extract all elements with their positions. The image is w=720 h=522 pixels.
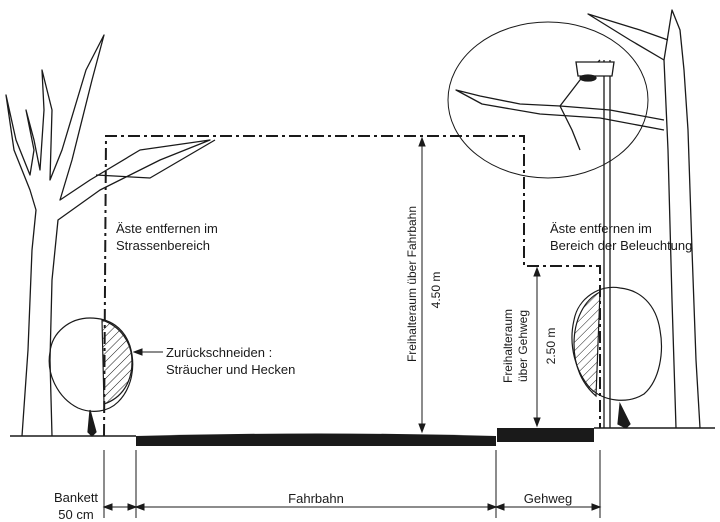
bankett-line1: Bankett	[53, 490, 99, 505]
dimension-walk-height	[533, 266, 541, 428]
left-tree	[5, 34, 216, 437]
gehweg-label: Gehweg	[523, 491, 573, 506]
ground-line	[10, 427, 715, 437]
branches-light-line1: Äste entfernen im	[550, 221, 652, 236]
lighting-zone-circle	[447, 21, 649, 179]
clearance-walk-label-line1: Freihalteraum	[501, 308, 515, 384]
bottom-dimension-line	[102, 450, 602, 518]
clearance-road-height: 4.50 m	[429, 271, 443, 309]
branches-light-label: Äste entfernen im Bereich der Beleuchtun…	[550, 220, 692, 254]
right-shrub	[571, 286, 663, 429]
sidewalk-surface	[497, 428, 594, 442]
fahrbahn-label: Fahrbahn	[288, 491, 344, 506]
branches-street-label: Äste entfernen im Strassenbereich	[116, 220, 218, 254]
branches-light-line2: Bereich der Beleuchtung	[550, 238, 693, 253]
clearance-walk-height: 2.50 m	[544, 327, 558, 365]
cut-back-label: Zurückschneiden : Sträucher und Hecken	[166, 344, 295, 378]
street-lamp	[575, 60, 615, 428]
bankett-line2: 50 cm	[58, 507, 94, 522]
bankett-label: Bankett 50 cm	[48, 489, 104, 522]
branches-street-line1: Äste entfernen im	[116, 221, 218, 236]
right-tree	[455, 9, 701, 429]
cut-back-line1: Zurückschneiden :	[166, 345, 273, 360]
cut-back-line2: Sträucher und Hecken	[166, 362, 296, 377]
clearance-walk-label-line2: über Gehweg	[516, 309, 530, 383]
road-surface	[136, 433, 496, 446]
clearance-outline	[103, 135, 601, 437]
left-shrub	[48, 317, 134, 437]
dimension-road-height	[418, 136, 426, 434]
shrub-pointer-arrow	[132, 348, 163, 356]
clearance-road-label: Freihalteraum über Fahrbahn	[405, 205, 419, 363]
branches-street-line2: Strassenbereich	[116, 238, 210, 253]
